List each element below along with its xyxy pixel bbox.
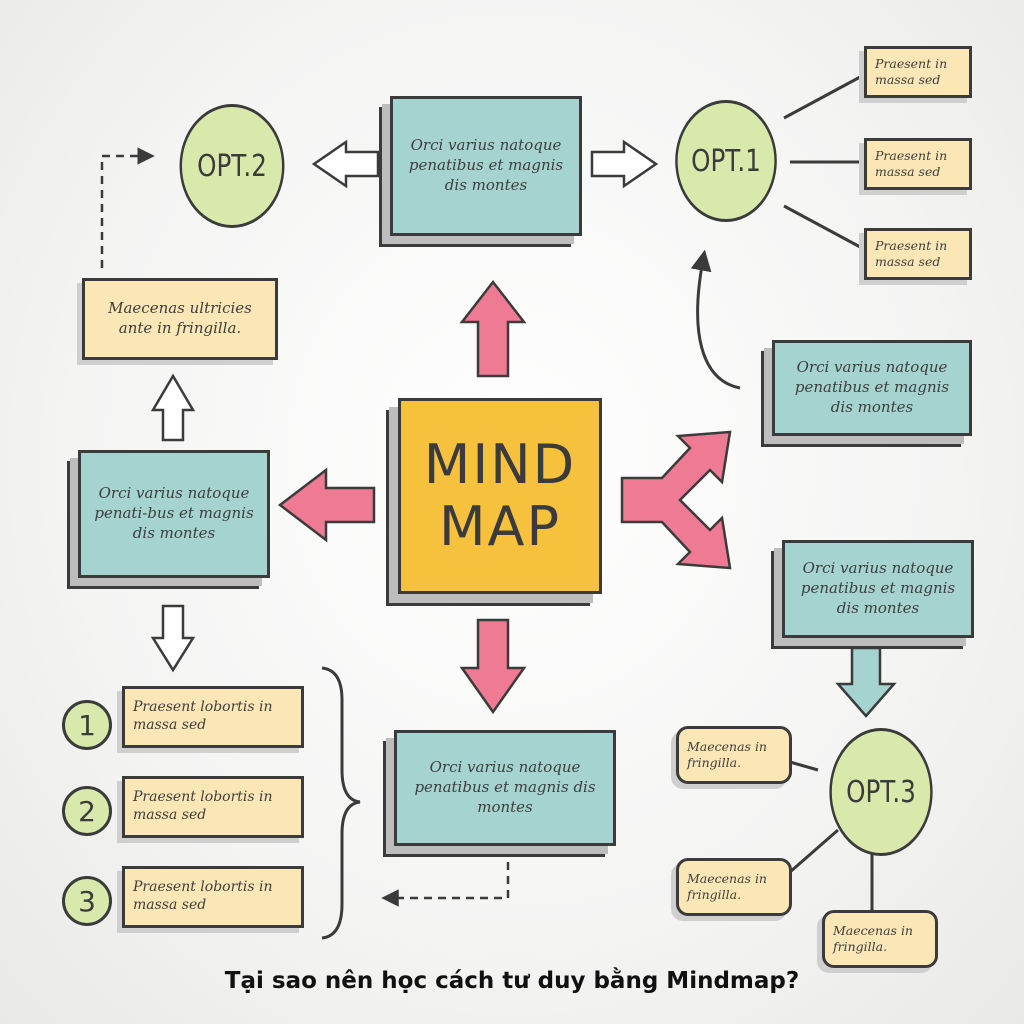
list-brace — [321, 666, 361, 940]
option-label-opt2: OPT.2 — [197, 148, 267, 184]
opt1-leaf-3-text: Praesent in massa sed — [875, 238, 948, 269]
box-left-middle-text: Orci varius natoque penati-bus et magnis… — [94, 484, 254, 542]
list-item-3: Praesent lobortis in massa sed — [122, 866, 304, 928]
opt1-leaf-1-text: Praesent in massa sed — [875, 56, 948, 87]
list-number-2-text: 2 — [78, 794, 96, 828]
opt3-leaf-1-text: Maecenas in fringilla. — [687, 739, 767, 770]
box-top-center: Orci varius natoque penatibus et magnis … — [390, 96, 582, 236]
opt1-link-1 — [783, 74, 863, 120]
arrow-top-to-opt1 — [590, 139, 659, 189]
opt3-leaf-1: Maecenas in fringilla. — [676, 726, 792, 784]
box-left-upper: Maecenas ultricies ante in fringilla. — [82, 278, 278, 360]
option-circle-opt2: OPT.2 — [179, 104, 285, 228]
box-right-upper-text: Orci varius natoque penatibus et magnis … — [794, 358, 950, 416]
arrow-left-box-down — [150, 604, 196, 673]
arrow-up-pink — [459, 279, 527, 378]
box-top-center-text: Orci varius natoque penatibus et magnis … — [408, 136, 564, 194]
list-number-2: 2 — [62, 786, 112, 836]
list-number-3: 3 — [62, 876, 112, 926]
option-circle-opt3: OPT.3 — [829, 728, 933, 856]
list-item-1: Praesent lobortis in massa sed — [122, 686, 304, 748]
box-bottom-center: Orci varius natoque penatibus et magnis … — [394, 730, 616, 846]
box-bottom-center-text: Orci varius natoque penatibus et magnis … — [414, 758, 596, 816]
list-item-2: Praesent lobortis in massa sed — [122, 776, 304, 838]
opt3-link-1 — [789, 760, 819, 772]
opt3-link-2 — [789, 828, 839, 874]
opt1-leaf-3: Praesent in massa sed — [864, 228, 972, 280]
option-label-opt1: OPT.1 — [691, 143, 761, 179]
curve-to-opt1 — [690, 249, 741, 390]
arrow-top-to-opt2 — [311, 139, 380, 189]
opt1-leaf-1: Praesent in massa sed — [864, 46, 972, 98]
arrow-teal-down — [835, 646, 897, 718]
center-mind-map: MIND MAP — [398, 398, 602, 594]
opt1-link-3 — [783, 204, 863, 250]
option-circle-opt1: OPT.1 — [675, 100, 777, 222]
list-number-1: 1 — [62, 700, 112, 750]
dashed-to-opt2 — [100, 147, 155, 268]
opt3-leaf-2: Maecenas in fringilla. — [676, 858, 792, 916]
opt3-leaf-2-text: Maecenas in fringilla. — [687, 871, 767, 902]
center-label: MIND MAP — [423, 432, 577, 558]
box-left-middle: Orci varius natoque penati-bus et magnis… — [78, 450, 270, 578]
list-item-3-text: Praesent lobortis in massa sed — [133, 879, 273, 913]
box-right-lower: Orci varius natoque penatibus et magnis … — [782, 540, 974, 638]
arrow-down-pink — [459, 618, 527, 715]
arrow-left-pink — [277, 467, 376, 543]
box-right-upper: Orci varius natoque penatibus et magnis … — [772, 340, 972, 436]
box-right-lower-text: Orci varius natoque penatibus et magnis … — [800, 559, 956, 617]
list-number-3-text: 3 — [78, 884, 96, 918]
opt1-leaf-2: Praesent in massa sed — [864, 138, 972, 190]
opt3-leaf-3: Maecenas in fringilla. — [822, 910, 938, 968]
arrow-fork-pink — [620, 430, 732, 570]
list-item-2-text: Praesent lobortis in massa sed — [133, 789, 273, 823]
opt3-leaf-3-text: Maecenas in fringilla. — [833, 923, 913, 954]
caption: Tại sao nên học cách tư duy bằng Mindmap… — [224, 968, 800, 994]
list-number-1-text: 1 — [78, 708, 96, 742]
option-label-opt3: OPT.3 — [846, 774, 916, 810]
dashed-bottom-to-list — [381, 862, 510, 907]
arrow-left-box-up — [150, 373, 196, 442]
opt1-leaf-2-text: Praesent in massa sed — [875, 148, 948, 179]
list-item-1-text: Praesent lobortis in massa sed — [133, 699, 273, 733]
box-left-upper-text: Maecenas ultricies ante in fringilla. — [108, 299, 252, 337]
